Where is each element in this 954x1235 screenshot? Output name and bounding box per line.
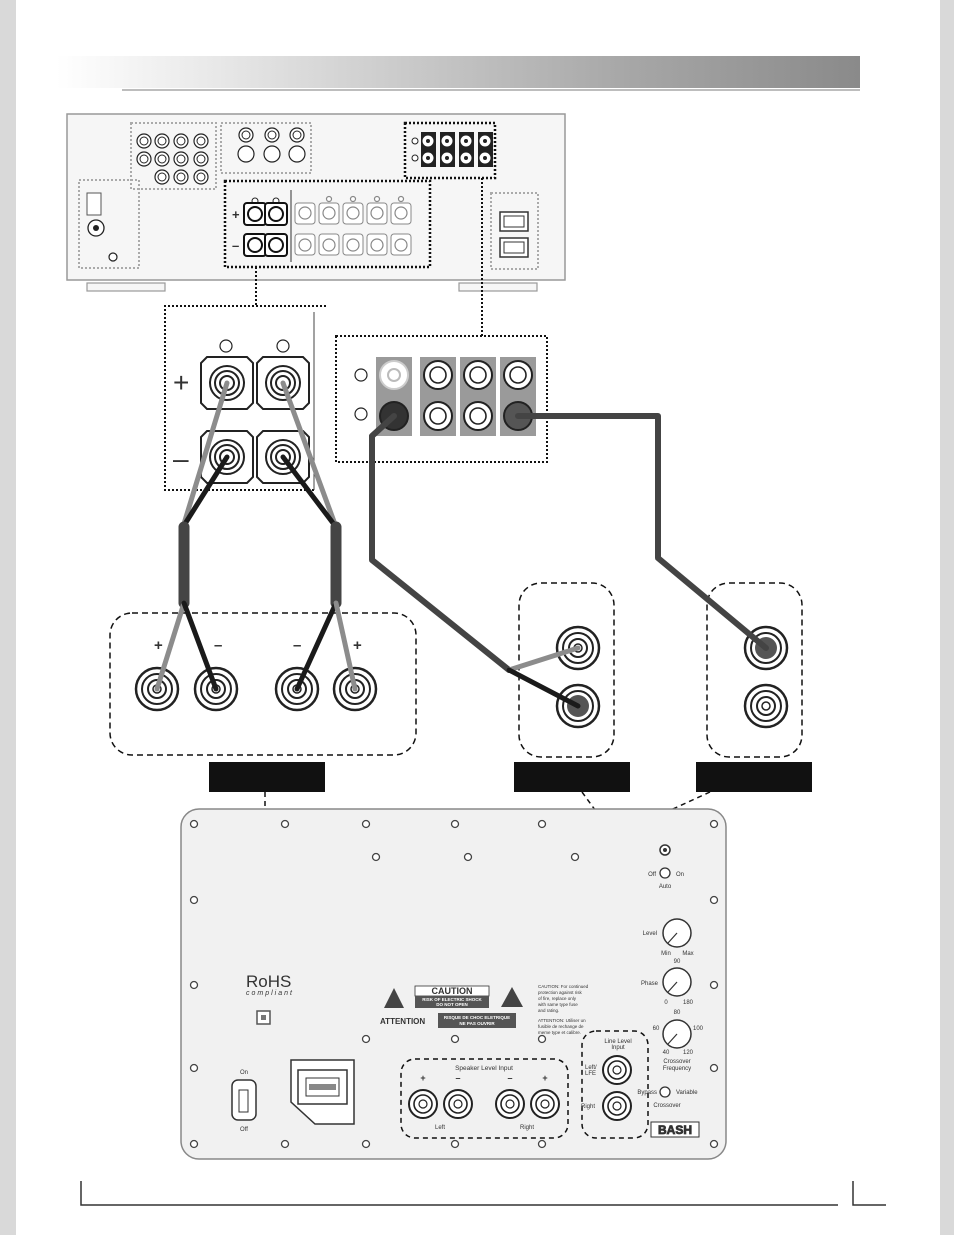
panel-spk-minus-1: –	[455, 1073, 460, 1083]
svg-text:and rating.: and rating.	[538, 1008, 559, 1013]
xover-100: 100	[693, 1026, 704, 1032]
panel-spk-right: Right	[520, 1125, 534, 1131]
caution-line1: RISK OF ELECTRIC SHOCK	[422, 997, 482, 1002]
shock-warning-icon	[384, 988, 404, 1008]
line-label-block-b	[696, 762, 812, 792]
switch-auto-label: Auto	[659, 884, 672, 890]
svg-text:of fire, replace only: of fire, replace only	[538, 996, 577, 1001]
rohs-title: RoHS	[246, 972, 291, 991]
xover-label-1: Crossover	[663, 1059, 690, 1065]
speaker-level-input-title: Speaker Level Input	[455, 1065, 513, 1072]
caution-line2: DO NOT OPEN	[436, 1002, 468, 1007]
receiver-preout-jacks	[411, 132, 493, 167]
receiver-plus-label: +	[173, 367, 189, 398]
header-underline	[122, 89, 860, 91]
spk-right-minus: –	[293, 637, 301, 654]
receiver-back-panel: + –	[66, 113, 566, 292]
xover-80: 80	[674, 1010, 681, 1016]
caution-title: CAUTION	[432, 986, 473, 996]
page-footer-lines	[80, 1181, 886, 1206]
power-on-label: On	[240, 1070, 248, 1076]
line-level-title-1: Line Level	[604, 1039, 631, 1045]
attention-label: ATTENTION	[380, 1017, 425, 1026]
line-level-cables	[369, 413, 769, 709]
xover-120: 120	[683, 1050, 694, 1056]
panel-spk-left: Left	[435, 1125, 445, 1131]
lfe-label: LFE	[585, 1071, 596, 1077]
spk-left-minus: –	[214, 637, 222, 654]
panel-spk-plus-2: +	[542, 1073, 547, 1083]
svg-text:fusible de rechange de: fusible de rechange de	[538, 1024, 584, 1029]
speaker-wires	[154, 380, 358, 692]
bypass-label: Bypass	[637, 1090, 657, 1096]
receiver-minus-small: –	[232, 238, 239, 253]
subwoofer-amp-panel: RoHS compliant CAUTION RISK OF ELECTRIC …	[180, 808, 727, 1160]
brand-text: BASH	[658, 1123, 692, 1137]
spk-right-plus: +	[353, 637, 362, 654]
receiver-video-jacks	[237, 127, 306, 163]
attention-line2: NE PAS OUVRIR	[459, 1021, 495, 1026]
brand-logo	[650, 1121, 700, 1138]
receiver-speaker-terminals	[243, 197, 288, 257]
right-input-label: Right	[581, 1104, 595, 1110]
xover-60: 60	[653, 1026, 660, 1032]
line-level-title-2: Input	[611, 1045, 625, 1051]
level-label: Level	[643, 931, 657, 937]
line-label-block-a	[514, 762, 630, 792]
phase-90: 90	[674, 959, 681, 965]
phase-180: 180	[683, 1000, 694, 1006]
attention-line1: RISQUE DE CHOC ELETRIQUE	[444, 1015, 510, 1020]
rohs-sub: compliant	[246, 990, 294, 997]
variable-label: Variable	[676, 1090, 698, 1096]
panel-spk-minus-2: –	[507, 1073, 512, 1083]
power-off-label: Off	[240, 1127, 248, 1133]
speaker-label-block	[209, 762, 325, 792]
zoom-preout-jacks	[335, 335, 548, 463]
svg-text:protection against risk: protection against risk	[538, 990, 583, 995]
left-lfe-label: Left/	[585, 1065, 597, 1071]
panel-spk-plus-1: +	[420, 1073, 425, 1083]
caution-note: CAUTION: For continued protection agains…	[538, 984, 589, 1035]
switch-on-label: On	[676, 872, 684, 878]
crossover-bypass-switch[interactable]	[659, 1086, 671, 1098]
level-min: Min	[661, 951, 671, 957]
phase-label: Phase	[641, 981, 659, 987]
crossover-label: Crossover	[653, 1103, 680, 1109]
receiver-plus-small: +	[232, 207, 240, 222]
svg-text:with same type fuse: with same type fuse	[538, 1002, 578, 1007]
svg-text:ATTENTION: Utiliser un: ATTENTION: Utiliser un	[538, 1018, 586, 1023]
power-mode-switch[interactable]	[659, 867, 671, 879]
spk-left-plus: +	[154, 637, 163, 654]
xover-label-2: Frequency	[663, 1066, 691, 1072]
page-margin-left	[0, 0, 16, 1235]
switch-off-label: Off	[648, 872, 656, 878]
xover-40: 40	[663, 1050, 670, 1056]
svg-text:CAUTION: For continued: CAUTION: For continued	[538, 984, 589, 989]
section-header-bar	[56, 56, 860, 88]
speaker-terminals-group: + – – +	[109, 612, 417, 756]
line-input-group-a	[518, 582, 615, 758]
page-margin-right	[940, 0, 954, 1235]
caution-triangle-icon	[501, 987, 523, 1007]
svg-text:meme type et calibre.: meme type et calibre.	[538, 1030, 581, 1035]
receiver-extra-terminals	[294, 195, 412, 256]
zoom-speaker-terminals: + –	[164, 305, 326, 491]
level-max: Max	[682, 951, 693, 957]
phase-0: 0	[664, 1000, 668, 1006]
receiver-minus-label: –	[173, 443, 189, 474]
